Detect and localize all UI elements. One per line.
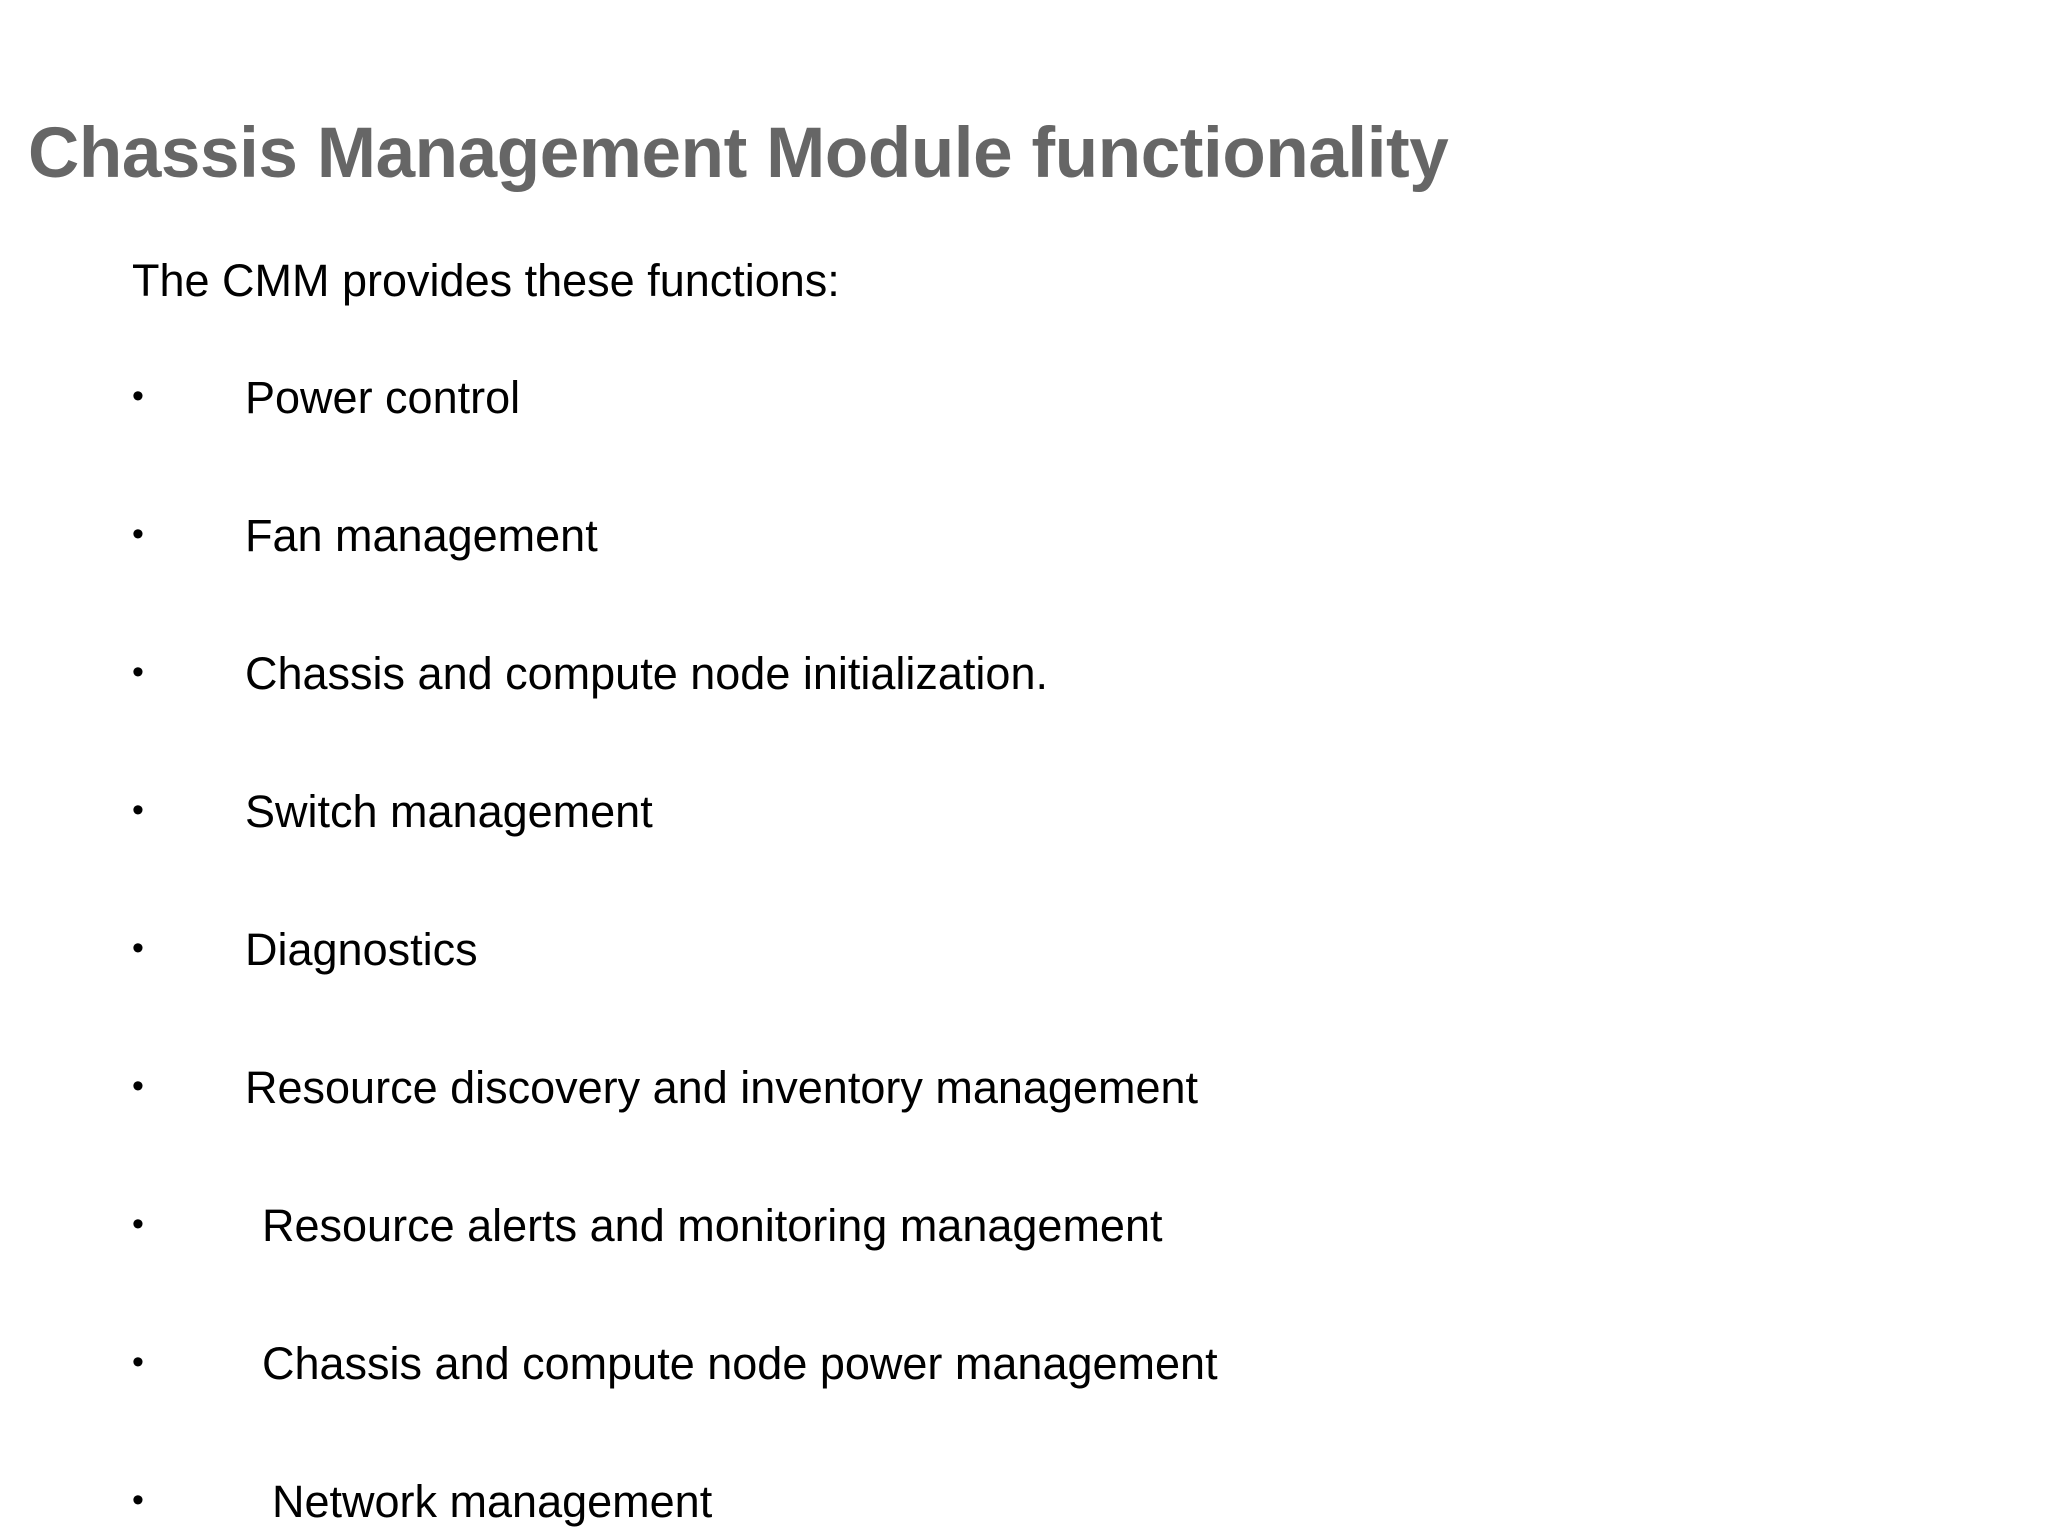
bullet-icon: •: [132, 1067, 144, 1105]
list-item: • Switch management: [132, 789, 1952, 834]
list-item: • Fan management: [132, 513, 1952, 558]
bullet-icon: •: [132, 1481, 144, 1519]
list-item: • Resource discovery and inventory manage…: [132, 1065, 1952, 1110]
list-item-label: Chassis and compute node power managemen…: [262, 1338, 1218, 1389]
bullet-icon: •: [132, 377, 144, 415]
list-item: • Chassis and compute node power manageme…: [132, 1341, 1952, 1386]
bullet-icon: •: [132, 1343, 144, 1381]
list-item: • Diagnostics: [132, 927, 1952, 972]
bullet-icon: •: [132, 653, 144, 691]
functions-bullet-list: • Power control • Fan management • Chassis …: [132, 375, 1952, 1524]
list-item-label: Power control: [245, 372, 521, 423]
bullet-icon: •: [132, 791, 144, 829]
list-item: • Resource alerts and monitoring manageme…: [132, 1203, 1952, 1248]
list-item-label: Fan management: [245, 510, 598, 561]
list-item-label: Resource discovery and inventory managem…: [245, 1062, 1198, 1113]
list-item-label: Resource alerts and monitoring managemen…: [262, 1200, 1163, 1251]
list-item: • Network management: [132, 1479, 1952, 1524]
list-item-label: Diagnostics: [245, 924, 478, 975]
list-item: • Chassis and compute node initialization…: [132, 651, 1952, 696]
bullet-icon: •: [132, 1205, 144, 1243]
list-item-label: Chassis and compute node initialization.: [245, 648, 1048, 699]
bullet-icon: •: [132, 515, 144, 553]
list-item-label: Network management: [272, 1476, 713, 1527]
intro-text: The CMM provides these functions:: [132, 255, 840, 306]
slide-body: The CMM provides these functions: • Power…: [132, 258, 1952, 1524]
list-item-label: Switch management: [245, 786, 653, 837]
bullet-icon: •: [132, 929, 144, 967]
page-title: Chassis Management Module functionality: [28, 113, 1449, 193]
list-item: • Power control: [132, 375, 1952, 420]
